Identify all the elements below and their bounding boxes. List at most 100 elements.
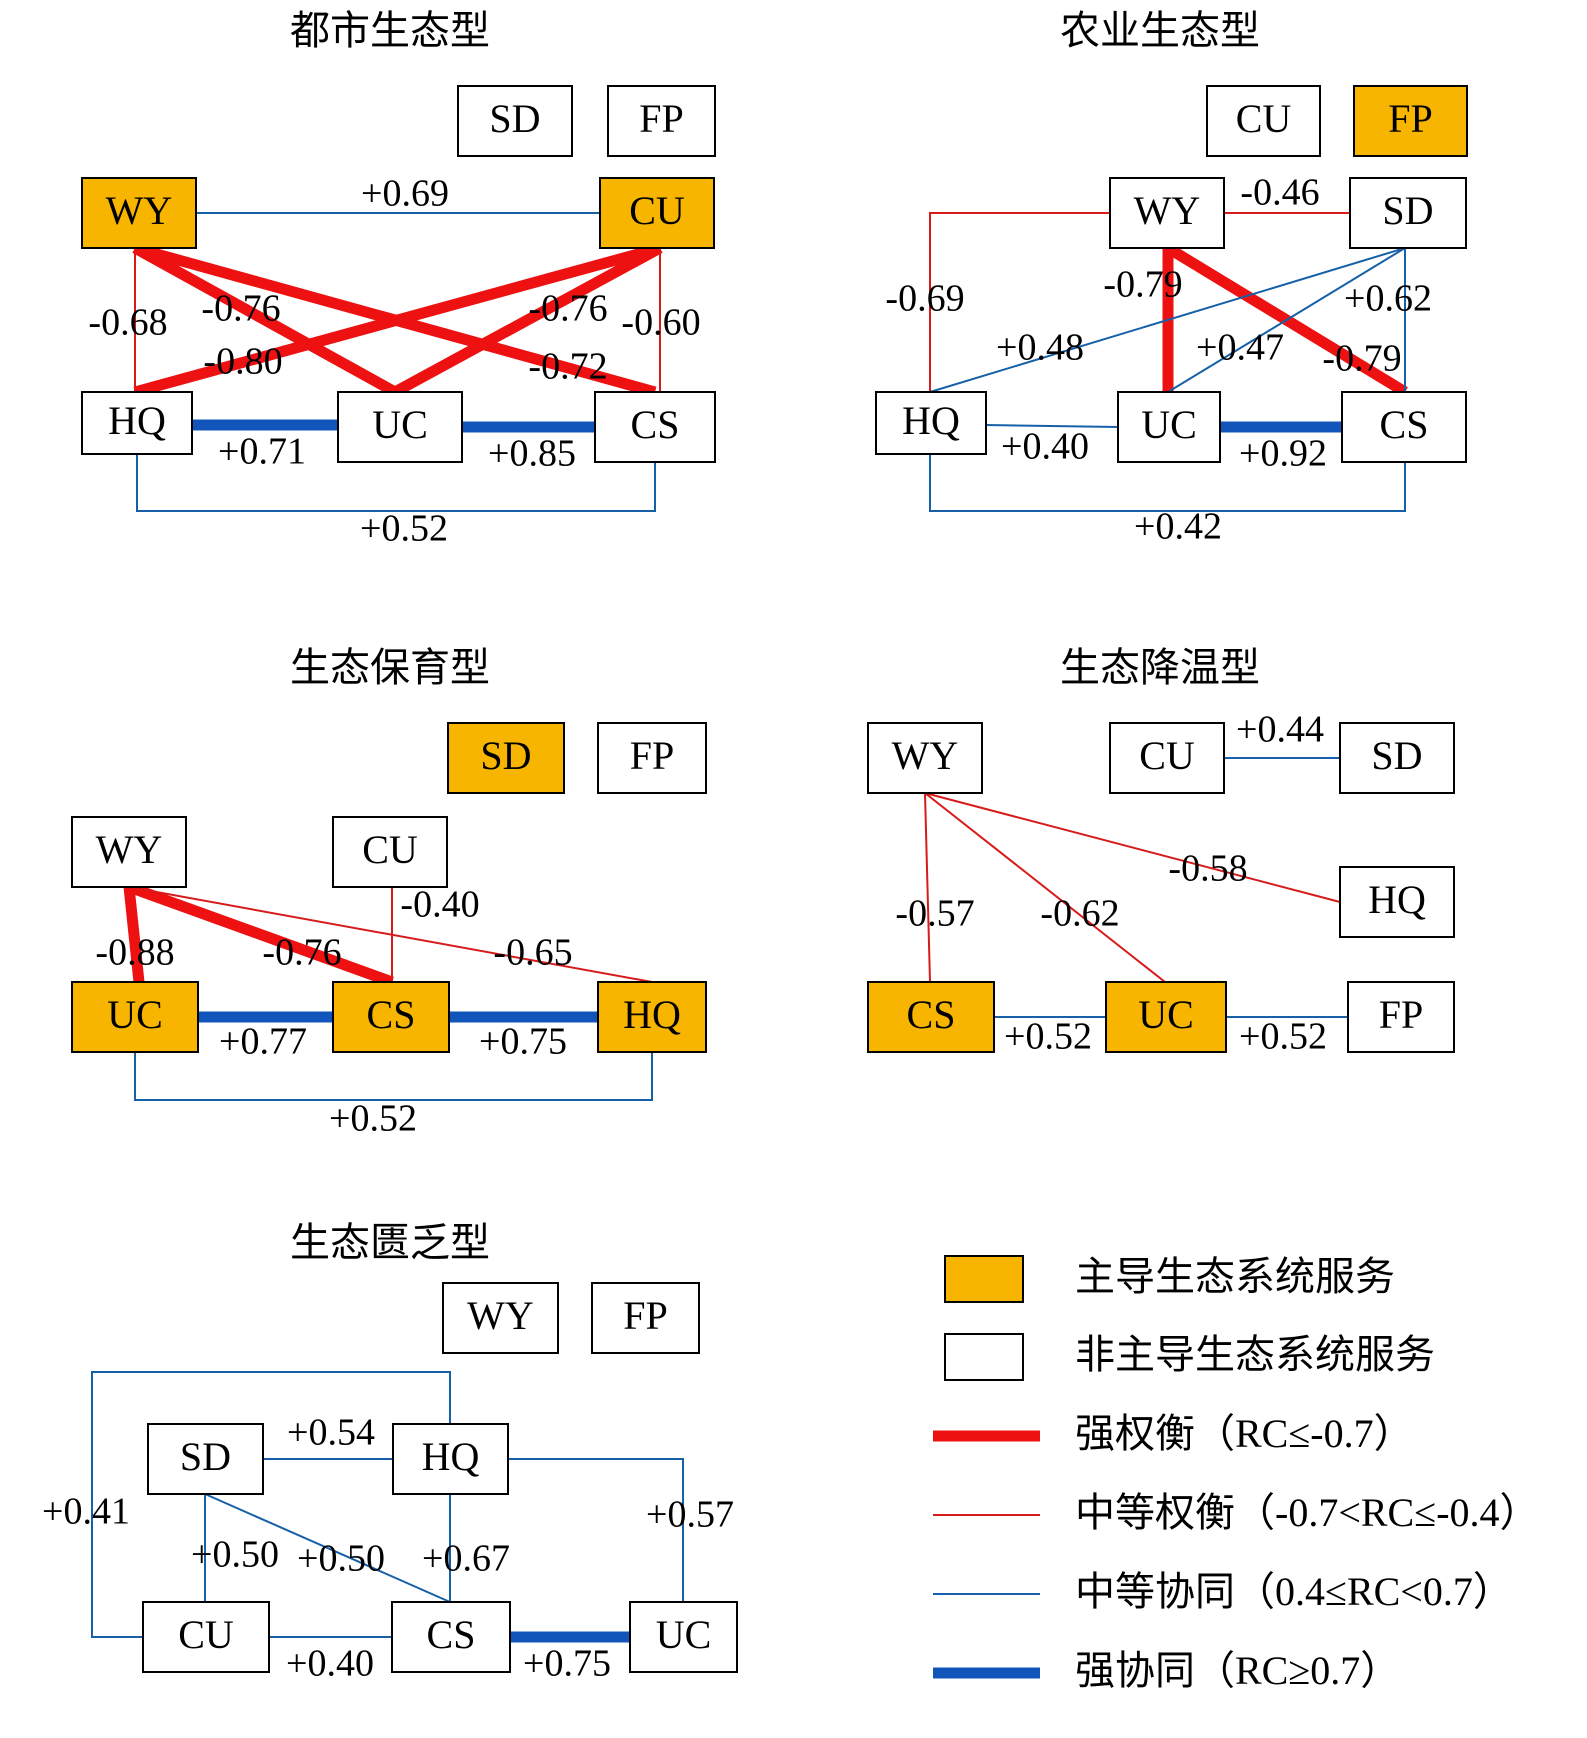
edge-value-label: +0.47 — [1196, 327, 1284, 369]
node-box — [1339, 866, 1455, 938]
edge-value-label: -0.62 — [1040, 893, 1119, 935]
legend-item-moderate-synergy: 中等协同（0.4≤RC<0.7） — [933, 1569, 1513, 1614]
node-fp: FP — [1353, 85, 1468, 157]
node-box — [1349, 177, 1467, 249]
node-box — [867, 722, 983, 794]
node-label: HQ — [902, 398, 960, 443]
edge-value-label: -0.40 — [400, 884, 479, 926]
node-label: CU — [362, 827, 418, 872]
edge-value-label: +0.85 — [488, 433, 576, 475]
edge-value-label: +0.57 — [646, 1494, 734, 1536]
legend-label: 强权衡（RC≤-0.7） — [1075, 1411, 1414, 1456]
edge-value-label: -0.57 — [895, 893, 974, 935]
node-wy: WY — [442, 1282, 559, 1354]
node-wy: WY — [71, 816, 187, 888]
node-box — [875, 391, 987, 455]
edge-value-label: +0.69 — [361, 173, 449, 215]
edge-value-label: +0.48 — [996, 327, 1084, 369]
legend-item-moderate-tradeoff: 中等权衡（-0.7<RC≤-0.4） — [933, 1490, 1540, 1535]
node-label: UC — [372, 402, 428, 447]
node-cs: CS — [391, 1601, 511, 1673]
node-cs: CS — [1341, 391, 1467, 463]
node-label: UC — [1138, 992, 1194, 1037]
node-label: CU — [1139, 733, 1195, 778]
legend-item-dominant-box: 主导生态系统服务 — [944, 1254, 1395, 1303]
edge-value-label: +0.44 — [1236, 709, 1324, 751]
panel-deficient: 生态匮乏型 WY FP SD HQ CU CS UC — [142, 1220, 738, 1673]
node-box — [142, 1601, 270, 1673]
edge-value-label: +0.52 — [1004, 1016, 1092, 1058]
node-uc: UC — [1105, 981, 1227, 1053]
labels-layer: +0.69-0.68-0.76-0.80-0.76-0.60-0.72+0.71… — [42, 172, 1432, 1685]
panel-title: 生态降温型 — [1060, 645, 1260, 690]
legend-label: 强协同（RC≥0.7） — [1075, 1648, 1400, 1693]
node-label: FP — [630, 733, 675, 778]
node-cs: CS — [594, 391, 716, 463]
edge-value-label: +0.52 — [360, 508, 448, 550]
edge-value-label: +0.92 — [1239, 433, 1327, 475]
node-uc: UC — [629, 1601, 738, 1673]
node-cu: CU — [142, 1601, 270, 1673]
node-box — [1353, 85, 1468, 157]
node-label: FP — [1388, 96, 1433, 141]
node-uc: UC — [71, 981, 199, 1053]
edge-value-label: +0.52 — [329, 1098, 417, 1140]
node-box — [457, 85, 573, 157]
node-box — [442, 1282, 559, 1354]
node-box — [81, 391, 193, 455]
node-box — [1341, 391, 1467, 463]
node-cs: CS — [332, 981, 450, 1053]
edge-wy-cs — [924, 792, 931, 983]
node-wy: WY — [867, 722, 983, 794]
node-box — [332, 816, 448, 888]
edge-value-label: -0.72 — [528, 346, 607, 388]
node-hq: HQ — [1339, 866, 1455, 938]
node-fp: FP — [1347, 981, 1455, 1053]
node-label: UC — [1141, 402, 1197, 447]
node-box — [597, 722, 707, 794]
node-label: CU — [178, 1612, 234, 1657]
legend-label: 中等权衡（-0.7<RC≤-0.4） — [1075, 1490, 1540, 1535]
node-label: CS — [907, 992, 956, 1037]
node-box — [599, 177, 715, 249]
edge-value-label: +0.40 — [286, 1643, 374, 1685]
node-label: UC — [656, 1612, 712, 1657]
node-fp: FP — [607, 85, 716, 157]
edge-value-label: +0.67 — [422, 1538, 510, 1580]
edge-sd-uc — [1167, 247, 1406, 393]
edge-value-label: -0.65 — [493, 932, 572, 974]
node-box — [629, 1601, 738, 1673]
node-label: CS — [1380, 402, 1429, 447]
node-label: HQ — [422, 1434, 480, 1479]
node-label: SD — [180, 1434, 231, 1479]
panel-title: 生态匮乏型 — [290, 1220, 490, 1265]
node-fp: FP — [597, 722, 707, 794]
node-label: CS — [427, 1612, 476, 1657]
legend-label: 非主导生态系统服务 — [1075, 1332, 1435, 1377]
node-label: WY — [467, 1293, 534, 1338]
edge-uc-hq — [134, 1052, 653, 1101]
legend-label: 主导生态系统服务 — [1075, 1254, 1395, 1299]
edge-wy-hq — [128, 886, 653, 983]
node-box — [1109, 722, 1225, 794]
edge-value-label: +0.50 — [297, 1538, 385, 1580]
edge-value-label: -0.60 — [621, 302, 700, 344]
edge-value-label: -0.80 — [203, 341, 282, 383]
node-box — [392, 1423, 509, 1495]
node-label: FP — [623, 1293, 668, 1338]
node-box — [1105, 981, 1227, 1053]
node-sd: SD — [1349, 177, 1467, 249]
node-box — [597, 981, 707, 1053]
edge-value-label: +0.40 — [1001, 426, 1089, 468]
node-box — [591, 1282, 700, 1354]
node-cs: CS — [867, 981, 995, 1053]
edge-wy-uc — [123, 886, 145, 983]
node-box — [1339, 722, 1455, 794]
node-label: UC — [107, 992, 163, 1037]
legend-swatch — [944, 1333, 1024, 1381]
node-sd: SD — [147, 1423, 264, 1495]
node-box — [147, 1423, 264, 1495]
